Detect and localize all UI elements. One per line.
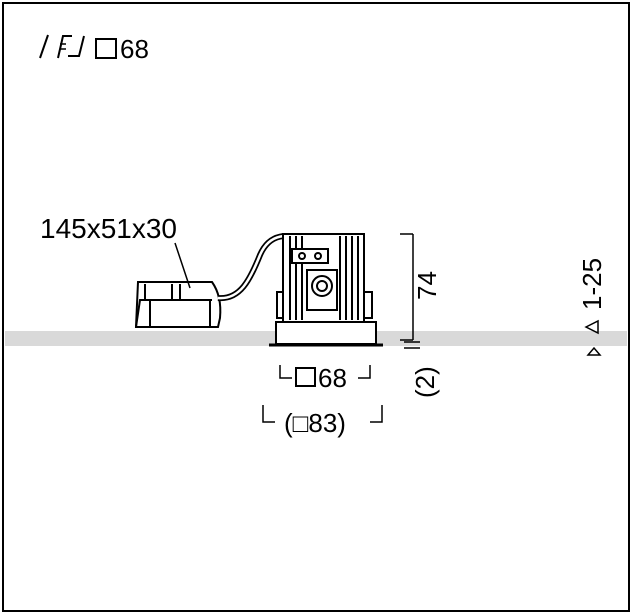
ballast-size-label: 145x51x30: [40, 213, 177, 244]
body-square-symbol: [295, 367, 316, 387]
spring-clips: [276, 291, 373, 319]
cutout-size-label: 68: [120, 34, 149, 64]
luminaire-body: [282, 233, 365, 323]
ceiling-cutout-icon: [39, 34, 85, 59]
thickness-arrow-icon: [584, 319, 602, 356]
driver-ballast: [134, 281, 222, 328]
bezel-dimension: [404, 341, 420, 349]
square-symbol-icon: [95, 38, 117, 59]
body-width-label: 68: [318, 363, 347, 393]
trim-flange: [269, 321, 383, 347]
height-dimension: [400, 233, 414, 341]
ballast-leader-line: [174, 242, 191, 289]
flange-width-dimension: [262, 405, 383, 423]
body-width-dimension: [279, 365, 371, 379]
ceiling-thickness-label: 1-25: [577, 258, 607, 310]
bezel-label: (2): [410, 366, 440, 398]
flange-width-label: (□83): [284, 408, 346, 438]
height-label: 74: [412, 271, 442, 300]
